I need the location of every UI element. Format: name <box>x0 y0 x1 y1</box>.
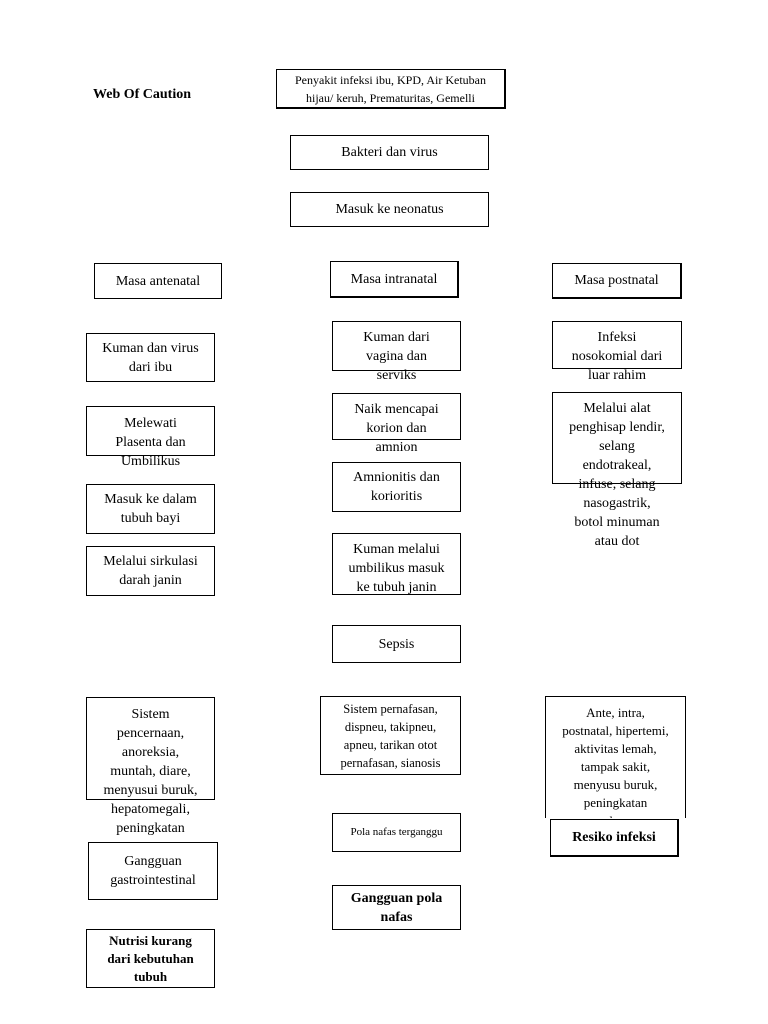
antenatal-diagnosis: Nutrisi kurang dari kebutuhan tubuh <box>86 929 215 988</box>
masuk-neonatus-box: Masuk ke neonatus <box>290 192 489 227</box>
intranatal-symptoms: Sistem pernafasan, dispneu, takipneu, ap… <box>320 696 461 775</box>
intranatal-diagnosis: Gangguan pola nafas <box>332 885 461 930</box>
antenatal-header: Masa antenatal <box>94 263 222 299</box>
antenatal-step-3: Masuk ke dalam tubuh bayi <box>86 484 215 534</box>
bakteri-box: Bakteri dan virus <box>290 135 489 170</box>
postnatal-symptoms: Ante, intra, postnatal, hipertemi, aktiv… <box>545 696 686 818</box>
postnatal-step-1: Infeksi nosokomial dari luar rahim <box>552 321 682 383</box>
antenatal-problem: Gangguan gastrointestinal <box>88 842 218 900</box>
postnatal-diagnosis: Resiko infeksi <box>550 819 679 857</box>
intranatal-problem: Pola nafas terganggu <box>332 813 461 852</box>
antenatal-step-1: Kuman dan virus dari ibu <box>86 333 215 382</box>
antenatal-symptoms: Sistem pencernaan, anoreksia, muntah, di… <box>86 697 215 836</box>
intranatal-step-4: Kuman melalui umbilikus masuk ke tubuh j… <box>332 533 461 595</box>
postnatal-header: Masa postnatal <box>552 263 682 299</box>
intranatal-step-2: Naik mencapai korion dan amnion <box>332 393 461 455</box>
cause-box: Penyakit infeksi ibu, KPD, Air Ketuban h… <box>276 69 506 109</box>
diagram-title: Web Of Caution <box>93 87 192 102</box>
antenatal-step-4: Melalui sirkulasi darah janin <box>86 546 215 596</box>
sepsis-box: Sepsis <box>332 625 461 663</box>
antenatal-step-2: Melewati Plasenta dan Umbilikus <box>86 406 215 469</box>
intranatal-step-1: Kuman dari vagina dan serviks <box>332 321 461 383</box>
postnatal-step-2: Melalui alat penghisap lendir, selang en… <box>569 401 665 549</box>
postnatal-step-2-box <box>552 392 682 484</box>
intranatal-header: Masa intranatal <box>330 261 459 298</box>
intranatal-step-3: Amnionitis dan korioritis <box>332 462 461 512</box>
